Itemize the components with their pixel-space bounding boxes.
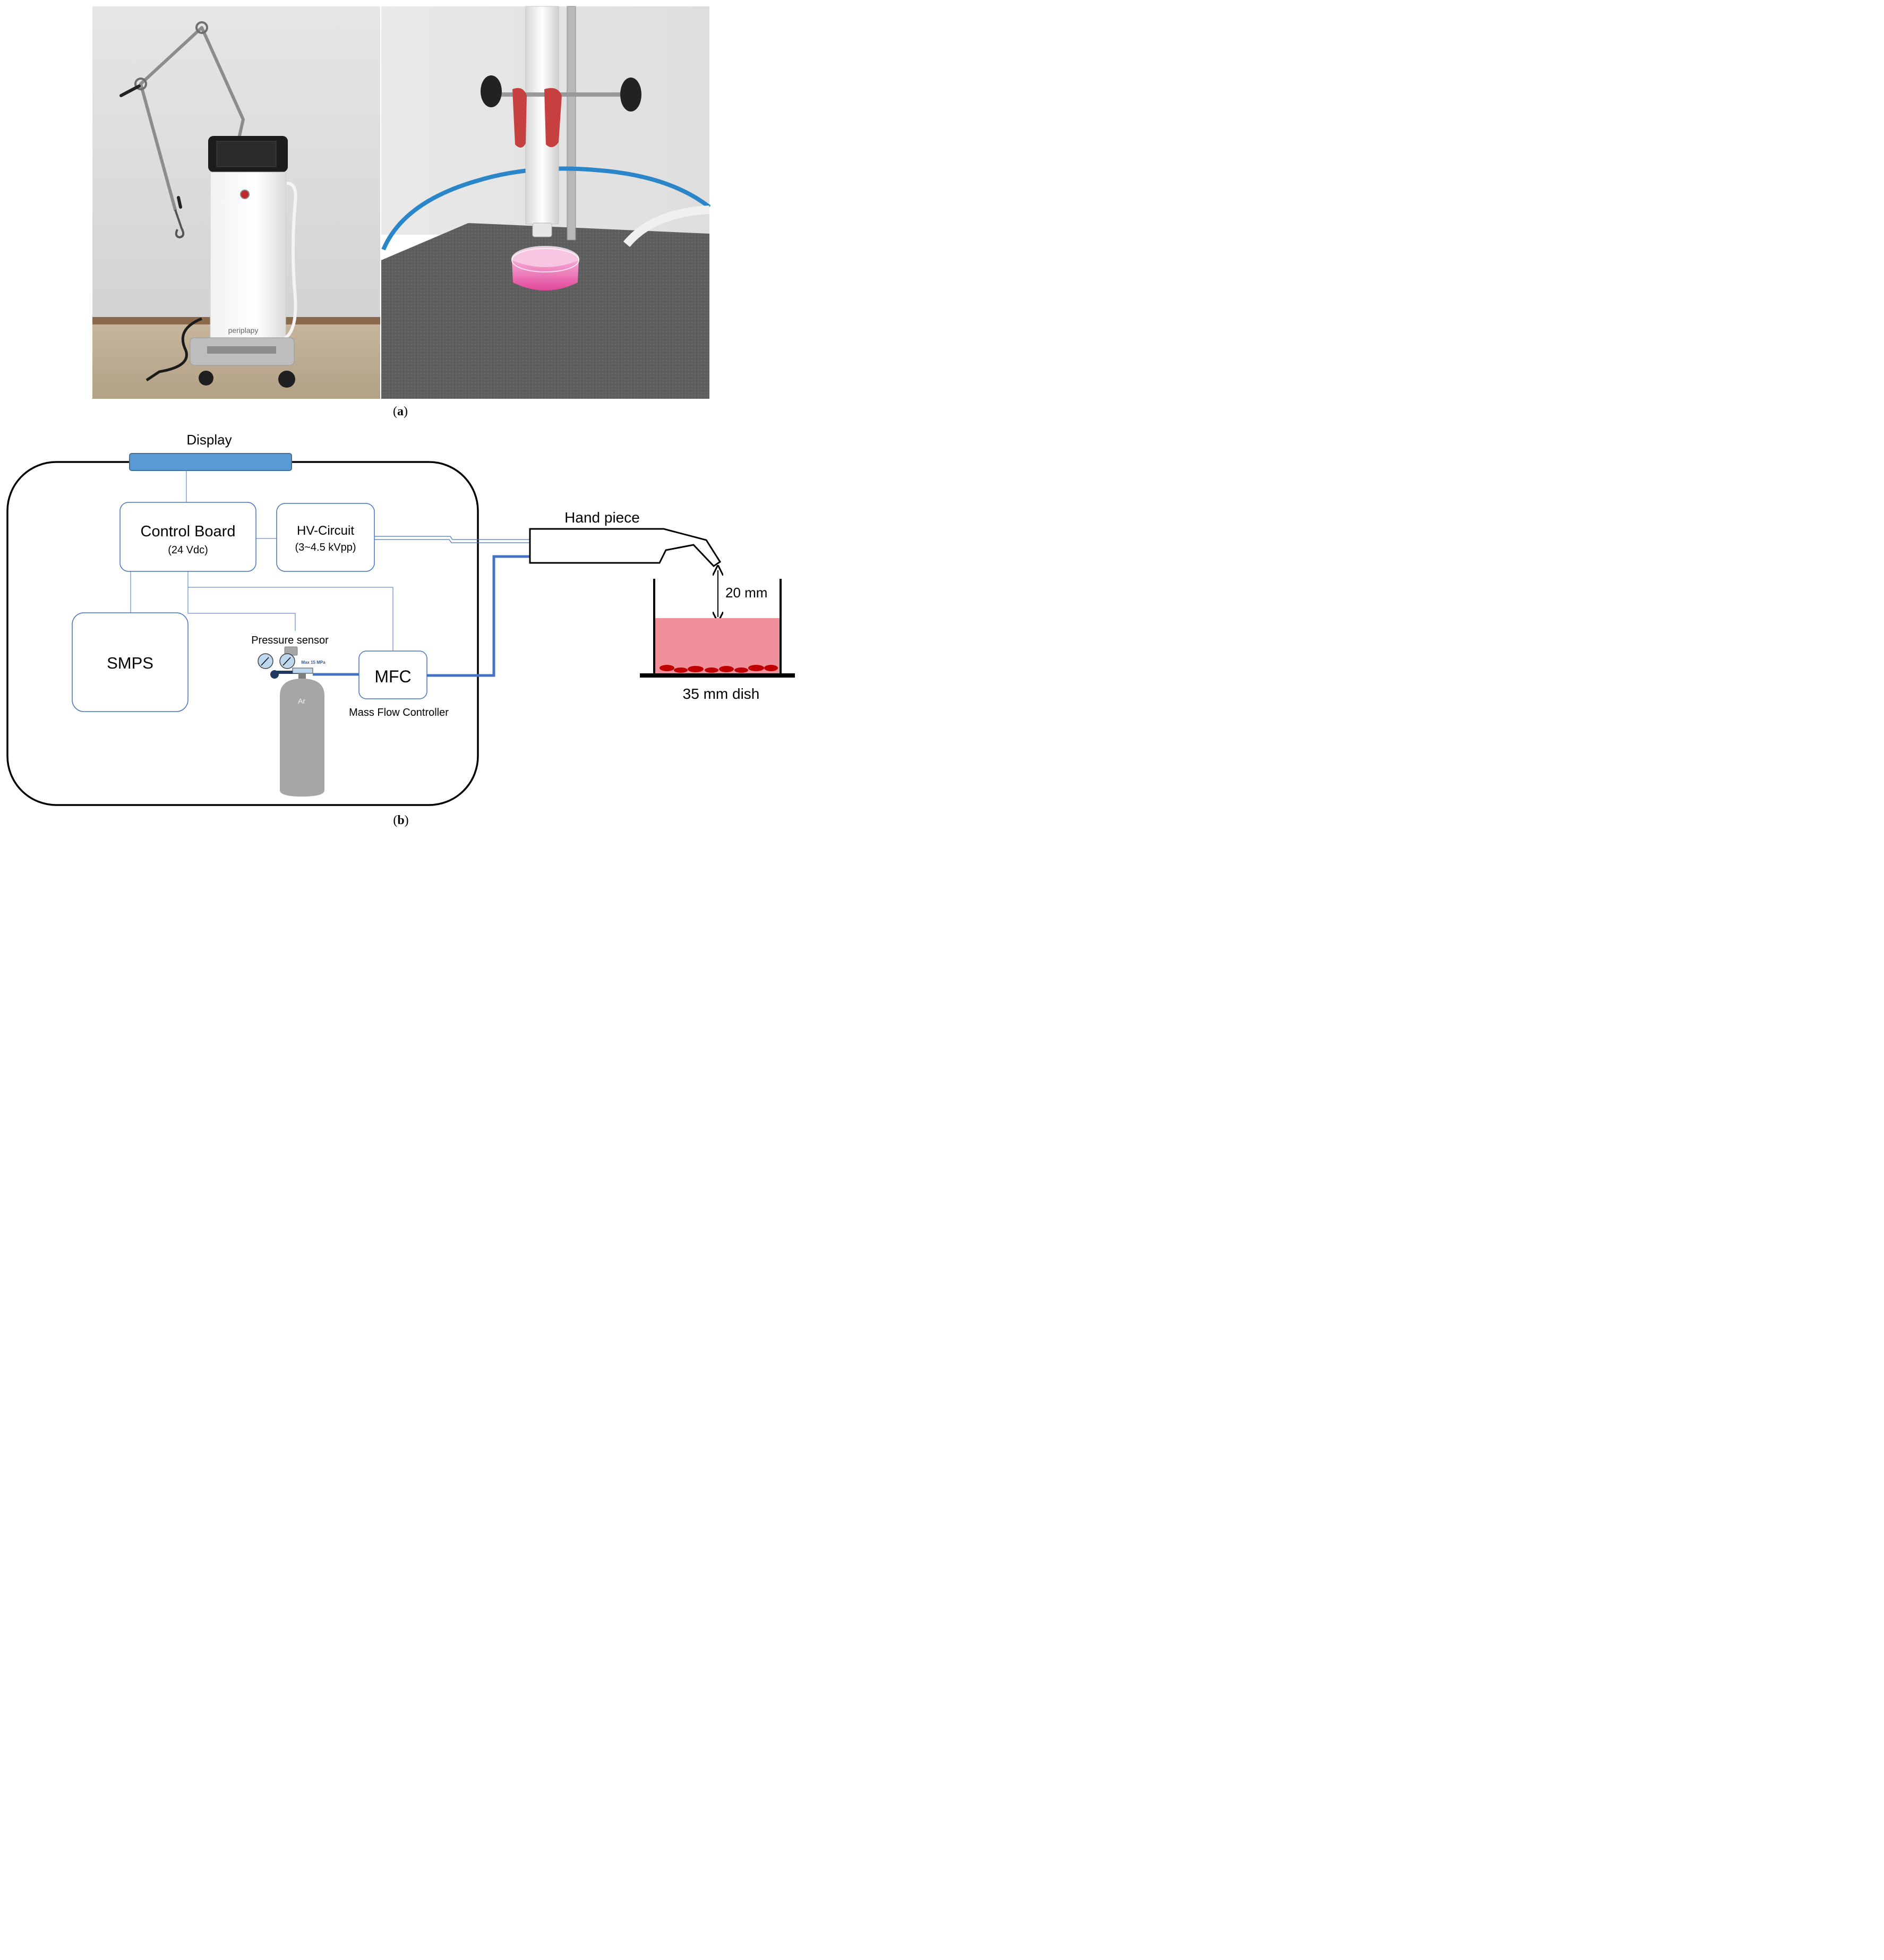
device-base-cutout — [207, 346, 276, 354]
caption-b-letter: b — [397, 814, 405, 827]
caption-a-letter: a — [397, 405, 404, 418]
clamp-pad — [512, 88, 527, 148]
wire-control-sensor — [187, 571, 296, 631]
hv-circuit-sub: (3~4.5 kVpp) — [295, 542, 356, 553]
gas-line-mfc-handpiece — [427, 555, 530, 677]
power-button-icon — [240, 190, 250, 199]
white-hose — [623, 206, 710, 247]
hook-knob — [177, 196, 182, 209]
schematic: Display Control Board (24 Vdc) HV-Circui… — [6, 432, 795, 806]
articulated-arm — [139, 26, 245, 211]
dish-label: 35 mm dish — [683, 686, 760, 702]
arm-joint-icon — [195, 21, 208, 34]
device-hose — [280, 182, 297, 341]
arm-handle — [119, 84, 141, 97]
clamp-knob-icon — [481, 75, 502, 107]
device-brand: periplapy — [228, 326, 259, 335]
smps-box — [72, 612, 189, 712]
display-bar — [129, 453, 292, 471]
cell — [734, 667, 748, 673]
wire-control-mfc — [188, 587, 393, 651]
cell — [705, 667, 718, 673]
hv-line-b — [374, 539, 530, 543]
clamp-pad — [544, 88, 562, 148]
smps-label: SMPS — [107, 654, 153, 672]
regulator-label: Max 15 MPa — [301, 660, 326, 665]
control-board-title: Control Board — [141, 523, 236, 540]
mfc-label: MFC — [374, 667, 411, 686]
hv-circuit-title: HV-Circuit — [297, 524, 354, 538]
caption-a: (a) — [393, 405, 408, 418]
wheel-icon — [199, 371, 213, 386]
petri-dish-top — [511, 248, 579, 272]
photo-right-foam — [381, 223, 709, 399]
handpiece-tip — [532, 222, 552, 237]
dish-medium — [654, 618, 781, 673]
photo-handpiece — [381, 6, 711, 399]
cell — [764, 665, 778, 671]
stand-rod — [567, 6, 576, 241]
display-label: Display — [186, 432, 232, 448]
cell — [660, 665, 674, 671]
power-cord — [145, 317, 202, 382]
clamp-knob-icon — [620, 78, 641, 112]
dish-cells — [660, 665, 778, 673]
figure: periplapy Display Control Board — [6, 6, 795, 806]
cylinder-label: Ar — [298, 697, 305, 705]
pressure-sensor-label: Pressure sensor — [251, 635, 329, 646]
petri-dish-medium — [512, 260, 579, 290]
caption-b: (b) — [393, 814, 409, 827]
hv-circuit-box — [276, 503, 375, 572]
photo-device: periplapy — [92, 6, 380, 399]
device-body — [210, 172, 286, 348]
gap-label: 20 mm — [725, 585, 767, 601]
hand-piece-label: Hand piece — [564, 509, 640, 526]
argon-cylinder-icon — [280, 679, 324, 797]
cylinder-valve — [298, 673, 306, 679]
cell — [719, 666, 734, 672]
gauge-needle — [261, 657, 269, 666]
mfc-sub: Mass Flow Controller — [349, 707, 449, 718]
gauge-needle — [282, 657, 291, 666]
hv-line-a — [374, 536, 530, 540]
regulator-block — [292, 667, 313, 674]
wheel-icon — [278, 371, 295, 388]
hand-piece-icon — [529, 528, 722, 567]
device-screen-glass — [216, 141, 277, 167]
hook-icon — [174, 209, 185, 239]
cell — [748, 665, 764, 671]
dish-base — [640, 673, 795, 678]
cell — [674, 667, 688, 673]
control-board-sub: (24 Vdc) — [168, 544, 208, 556]
cell — [688, 666, 704, 672]
arm-joint-icon — [134, 78, 147, 90]
